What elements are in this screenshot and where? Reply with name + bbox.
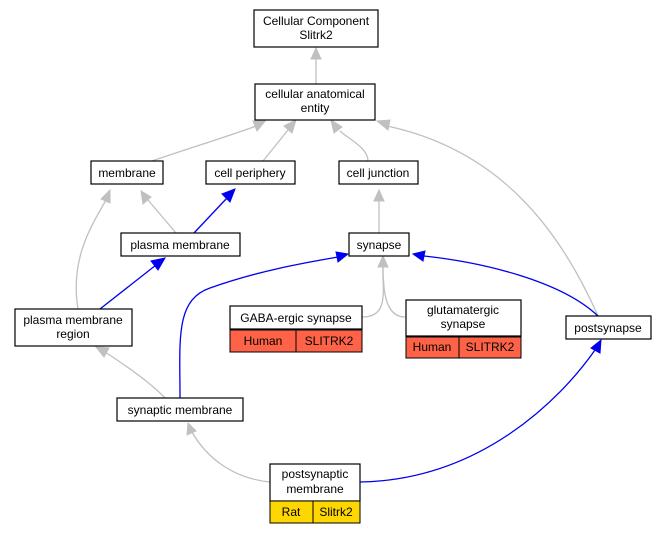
node-root-line2: Slitrk2	[299, 28, 333, 42]
node-glutamatergic-line2: synapse	[441, 317, 486, 331]
arrowhead	[150, 257, 167, 271]
edge-glutamatergic-synapse	[382, 264, 406, 318]
node-plasma-membrane-region[interactable]: plasma membrane region	[14, 308, 133, 347]
edges	[75, 46, 602, 483]
node-psm-line1: postsynaptic	[282, 467, 349, 481]
badge-species: Rat	[282, 505, 301, 519]
node-postsynapse-label: postsynapse	[574, 321, 642, 335]
badge-gene: Slitrk2	[319, 505, 353, 519]
node-synapse-label: synapse	[357, 238, 402, 252]
node-pmregion-line1: plasma membrane	[23, 313, 123, 327]
node-glutamatergic-synapse[interactable]: glutamatergic synapse Human SLITRK2	[405, 299, 522, 359]
node-cell-periphery[interactable]: cell periphery	[205, 160, 296, 185]
arrowhead	[94, 346, 110, 358]
edge-celljunction-cae	[339, 130, 369, 162]
edge-cellperiphery-cae	[262, 129, 289, 162]
node-cell-junction[interactable]: cell junction	[338, 160, 419, 185]
node-cae-line2: entity	[301, 101, 330, 115]
arrowhead	[330, 118, 343, 134]
arrowhead	[283, 119, 297, 134]
edge-gaba-synapse	[361, 264, 384, 318]
node-glutamatergic-line1: glutamatergic	[427, 303, 499, 317]
node-postsynapse[interactable]: postsynapse	[565, 315, 652, 340]
node-synapse[interactable]: synapse	[348, 232, 410, 257]
node-pmregion-line2: region	[56, 327, 89, 341]
node-cell-junction-label: cell junction	[347, 166, 410, 180]
node-postsynaptic-membrane[interactable]: postsynaptic membrane Rat Slitrk2	[269, 463, 361, 524]
node-cae-line1: cellular anatomical	[265, 87, 364, 101]
badge-species: Human	[244, 334, 283, 348]
node-synaptic-membrane-label: synaptic membrane	[128, 403, 233, 417]
species-badge: Human SLITRK2	[229, 329, 363, 353]
edge-plasmamembrane-cellperiphery	[193, 197, 228, 234]
arrowhead	[375, 119, 391, 131]
node-synaptic-membrane[interactable]: synaptic membrane	[116, 397, 244, 422]
arrowhead	[252, 119, 268, 132]
arrowhead	[186, 421, 197, 436]
arrowhead	[100, 188, 111, 204]
arrowhead	[221, 188, 236, 203]
edge-synmem-synapse	[179, 256, 339, 399]
edge-pmregion-plasmamembrane	[99, 264, 157, 310]
edge-postsynapse-synapse	[423, 255, 599, 317]
species-badge: Rat Slitrk2	[269, 500, 361, 524]
node-plasma-membrane-label: plasma membrane	[130, 238, 230, 252]
node-cellular-anatomical-entity[interactable]: cellular anatomical entity	[254, 83, 376, 121]
node-cell-periphery-label: cell periphery	[214, 166, 285, 180]
arrowhead	[140, 190, 152, 205]
badge-species: Human	[413, 340, 452, 354]
badge-gene: SLITRK2	[305, 334, 354, 348]
node-root-line1: Cellular Component	[263, 14, 370, 28]
node-psm-line2: membrane	[286, 482, 344, 496]
edge-psm-synmem	[191, 431, 271, 483]
arrowhead	[310, 46, 322, 60]
arrowhead	[335, 251, 350, 263]
arrowhead	[590, 338, 602, 354]
edge-psm-postsynapse	[359, 349, 596, 483]
species-badge: Human SLITRK2	[405, 336, 522, 359]
edge-membrane-cae	[151, 125, 257, 162]
badge-gene: SLITRK2	[466, 340, 515, 354]
node-root[interactable]: Cellular Component Slitrk2	[253, 9, 379, 48]
node-plasma-membrane[interactable]: plasma membrane	[120, 232, 241, 257]
arrowhead	[373, 188, 385, 202]
edge-pmregion-membrane	[75, 199, 107, 310]
edge-plasmamembrane-membrane	[147, 199, 177, 234]
arrowhead	[377, 254, 389, 268]
edge-synmem-pmregion	[104, 351, 166, 399]
node-gaba-ergic-synapse[interactable]: GABA-ergic synapse Human SLITRK2	[229, 305, 363, 353]
arrowhead	[411, 250, 426, 262]
node-membrane[interactable]: membrane	[90, 160, 164, 185]
node-membrane-label: membrane	[98, 166, 156, 180]
edge-postsynapse-cae	[386, 125, 599, 317]
node-gaba-label: GABA-ergic synapse	[240, 311, 352, 325]
